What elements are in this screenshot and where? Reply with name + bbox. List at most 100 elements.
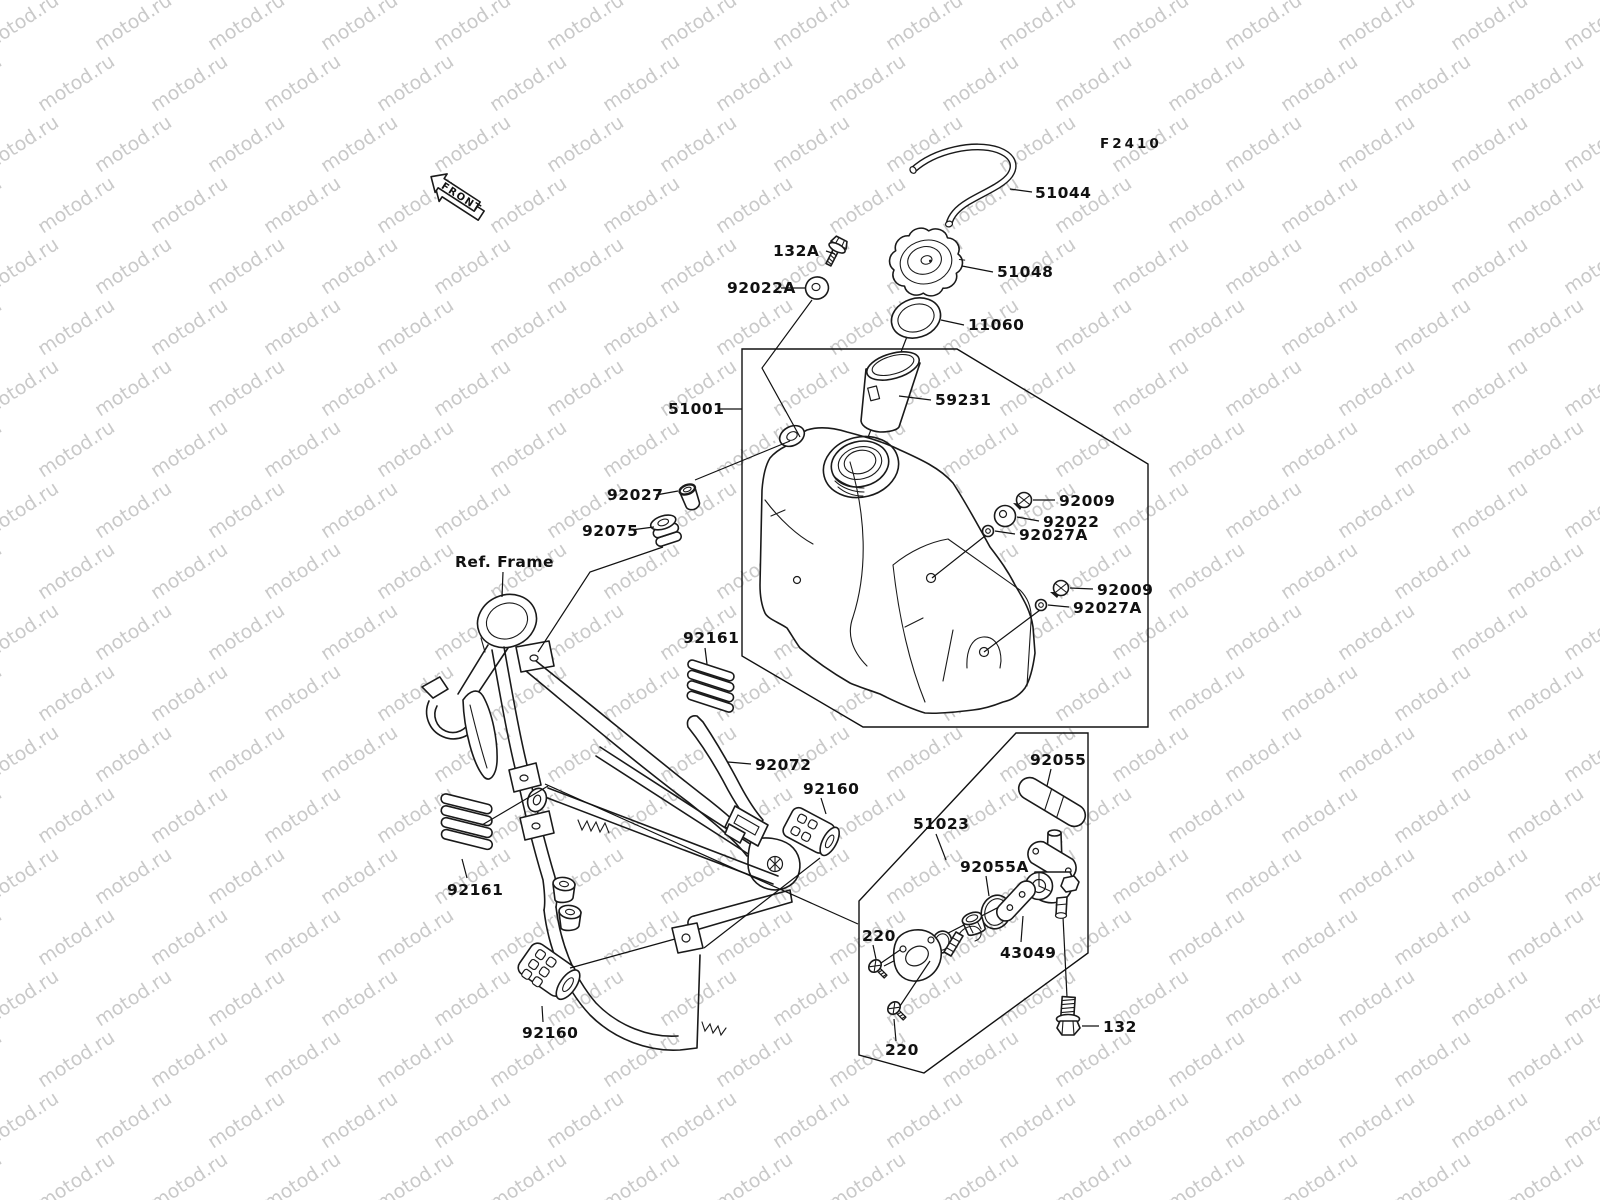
tank-screw-lower [1050,579,1070,598]
part-label-92075: 92075 [582,522,638,540]
watermark-text: motod.ru [1277,172,1362,238]
watermark-text: motod.ru [260,50,345,116]
watermark-text: motod.ru [1334,965,1419,1031]
watermark-text: motod.ru [1447,1087,1532,1153]
watermark-text: motod.ru [260,1026,345,1092]
part-label-92009-2: 92009 [1097,581,1153,599]
leader-220 [872,944,877,960]
watermark-text: motod.ru [1503,50,1588,116]
watermark-text: motod.ru [34,782,119,848]
watermark-text: motod.ru [1277,660,1362,726]
watermark-text: motod.ru [1447,111,1532,177]
watermark-text: motod.ru [0,50,6,116]
watermark-text: motod.ru [1221,477,1306,543]
watermark-text: motod.ru [1503,904,1588,970]
watermark-text: motod.ru [0,1087,63,1153]
watermark-text: motod.ru [317,843,402,909]
watermark-text: motod.ru [317,233,402,299]
watermark-text: motod.ru [1277,1148,1362,1200]
watermark-text: motod.ru [430,1087,515,1153]
assembly-line-5 [544,783,859,925]
watermark-text: motod.ru [1334,355,1419,421]
watermark-text: motod.ru [1051,1148,1136,1200]
watermark-text: motod.ru [0,904,6,970]
watermark-text: motod.ru [1560,477,1600,543]
watermark-text: motod.ru [373,1026,458,1092]
watermark-text: motod.ru [543,355,628,421]
leader-ref-frame [501,571,504,598]
watermark-text: motod.ru [825,50,910,116]
watermark-text: motod.ru [1051,1026,1136,1092]
watermark-text: motod.ru [1164,172,1249,238]
watermark-text: motod.ru [91,965,176,1031]
watermark-text: motod.ru [1390,782,1475,848]
watermark-text: motod.ru [91,599,176,665]
watermark-text: motod.ru [430,233,515,299]
watermark-text: motod.ru [995,0,1080,55]
part-label-92027: 92027 [607,486,663,504]
watermark-text: motod.ru [1334,599,1419,665]
watermark-text: motod.ru [34,660,119,726]
watermark-text: motod.ru [430,843,515,909]
leader-92055 [1046,768,1052,787]
watermark-text: motod.ru [373,416,458,482]
watermark-text: motod.ru [769,111,854,177]
watermark-text: motod.ru [0,233,63,299]
watermark-text: motod.ru [373,538,458,604]
part-label-51023: 51023 [913,815,969,833]
watermark-text: motod.ru [486,1148,571,1200]
watermark-text: motod.ru [543,721,628,787]
part-label-92055a: 92055A [960,858,1029,876]
part-label-92009: 92009 [1059,492,1115,510]
part-label-92072: 92072 [755,756,811,774]
watermark-text: motod.ru [147,538,232,604]
part-label-92027a-2: 92027A [1073,599,1142,617]
damper-92161-lower [440,793,494,851]
watermark-text: motod.ru [656,111,741,177]
watermark-text: motod.ru [543,233,628,299]
watermark-text: motod.ru [260,1148,345,1200]
watermark-text: motod.ru [1277,294,1362,360]
watermark-text: motod.ru [204,0,289,55]
tank-group-box [741,348,1149,728]
part-label-43049: 43049 [1000,944,1056,962]
watermark-text: motod.ru [91,111,176,177]
watermark-text: motod.ru [1560,843,1600,909]
watermark-text: motod.ru [317,355,402,421]
watermark-text: motod.ru [712,904,797,970]
watermark-text: motod.ru [34,904,119,970]
tank-screw-upper [1013,491,1033,510]
part-label-132a: 132A [773,242,819,260]
watermark-text: motod.ru [1221,355,1306,421]
watermark-text: motod.ru [599,294,684,360]
watermark-text: motod.ru [0,965,63,1031]
watermark-text: motod.ru [486,50,571,116]
watermark-text: motod.ru [1390,1148,1475,1200]
tap-holder [995,880,1037,922]
watermark-text: motod.ru [204,233,289,299]
watermark-text: motod.ru [317,0,402,55]
watermark-text: motod.ru [260,782,345,848]
watermark-text: motod.ru [882,111,967,177]
watermark-text: motod.ru [34,294,119,360]
part-label-92055: 92055 [1030,751,1086,769]
tank-cap-bolt [825,235,848,267]
watermark-text: motod.ru [147,416,232,482]
watermark-text: motod.ru [1164,1148,1249,1200]
cap-washer [804,276,830,300]
watermark-text: motod.ru [1560,965,1600,1031]
watermark-text: motod.ru [1277,538,1362,604]
watermark-text: motod.ru [373,1148,458,1200]
watermark-text: motod.ru [486,416,571,482]
part-label-51001: 51001 [668,400,724,418]
watermark-text: motod.ru [260,294,345,360]
watermark-text: motod.ru [1560,355,1600,421]
part-label-11060: 11060 [968,316,1024,334]
watermark-text: motod.ru [1447,0,1532,55]
reference-frame [421,593,801,1051]
watermark-text: motod.ru [260,660,345,726]
watermark-text: motod.ru [0,294,6,360]
watermark-text: motod.ru [1051,50,1136,116]
leader-92075 [630,526,655,531]
watermark-text: motod.ru [91,843,176,909]
